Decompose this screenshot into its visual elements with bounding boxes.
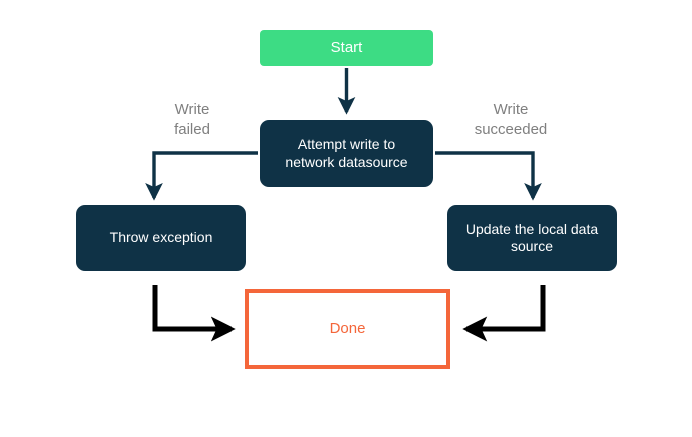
node-update-local-data-source[interactable]: Update the local data source xyxy=(447,205,617,271)
node-throw-exception[interactable]: Throw exception xyxy=(76,205,246,271)
edge-attempt-to-update xyxy=(435,151,542,201)
edge-label-write-succeeded: Write succeeded xyxy=(474,101,548,138)
node-start[interactable]: Start xyxy=(260,30,433,66)
edge-update-to-done xyxy=(462,285,546,342)
edge-label-write-failed: Write failed xyxy=(174,101,210,138)
edge-attempt-to-throw xyxy=(145,151,258,201)
node-attempt-write[interactable]: Attempt write to network datasource xyxy=(260,120,433,187)
node-done[interactable]: Done xyxy=(245,289,450,369)
edge-throw-to-done xyxy=(152,285,236,342)
